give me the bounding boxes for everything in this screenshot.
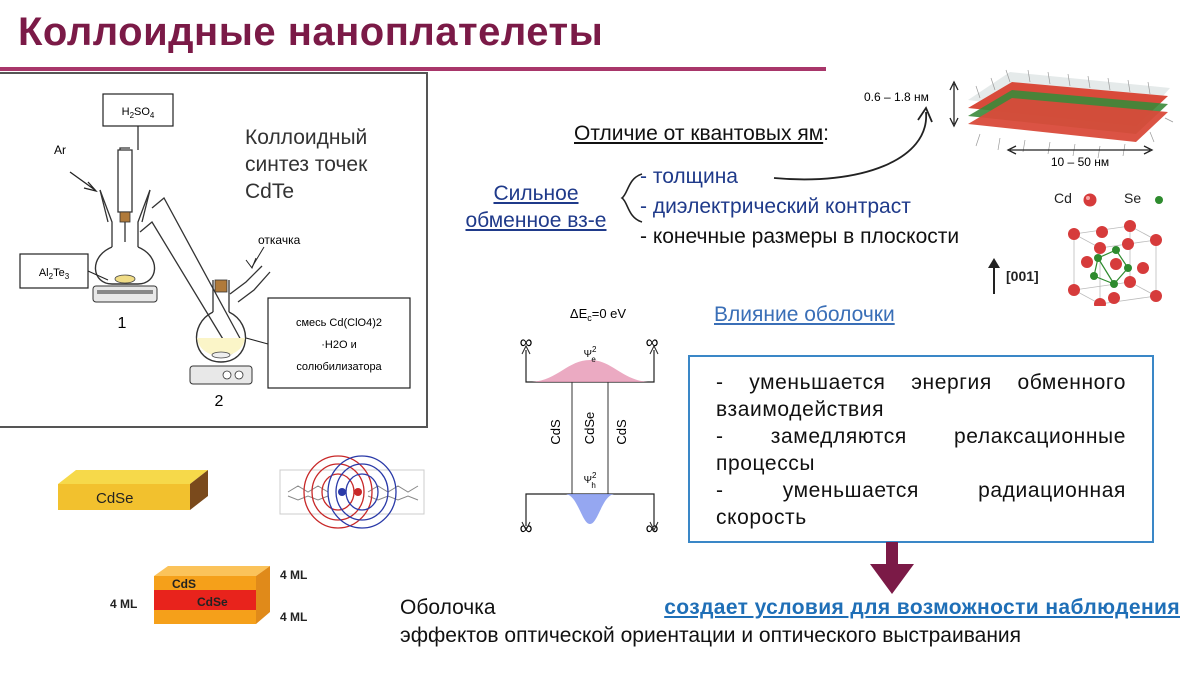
pump-label: откачка (258, 233, 301, 247)
difference-heading-text: Отличие от квантовых ям (574, 122, 824, 145)
conclusion-text: Оболочка создает условия для возможности… (400, 594, 1180, 650)
al2te3-box (19, 253, 89, 289)
cd-legend-label: Cd (1054, 190, 1072, 206)
infinity-symbol: ∞ (646, 518, 659, 538)
cdse-slab-illustration (58, 470, 208, 510)
infinity-symbol: ∞ (520, 518, 533, 538)
direction-label: [001] (1006, 268, 1039, 284)
delta-ec-label: ΔEc=0 eV (570, 306, 627, 323)
shell-heading: Влияние оболочки (714, 303, 895, 326)
exchange-field-illustration (279, 455, 425, 529)
synthesis-heading-line: синтез точек (245, 153, 368, 176)
infinity-symbol: ∞ (646, 332, 659, 352)
mixture-line: солюбилизатора (296, 361, 382, 373)
length-label: 10 – 50 нм (1051, 155, 1109, 169)
flask2-number: 2 (215, 393, 224, 410)
thickness-label: 0.6 – 1.8 нм (864, 90, 929, 104)
direction-arrow-icon (988, 258, 1000, 294)
layer-label: CdS (614, 419, 629, 445)
bracket-icon (620, 173, 643, 223)
slide-title: Коллоидные наноплателеты (18, 10, 604, 54)
h2so4-label: H2SO4 (122, 106, 155, 120)
ar-label: Ar (54, 143, 66, 157)
se-atom-icon (1155, 196, 1163, 204)
cd-atom-icon (1083, 193, 1097, 207)
curved-arrow-icon (773, 106, 933, 181)
platelet-layers (968, 82, 1168, 142)
synthesis-heading: Коллоидный синтез точек CdTe (245, 124, 367, 205)
flask1-number: 1 (118, 315, 127, 332)
effect-line: взаимодействия (716, 398, 885, 421)
strong-exchange-line: Сильное (493, 182, 579, 205)
conclusion-first-line: Оболочка создает условия для возможности… (400, 594, 1180, 622)
cdse-core-label: CdSe (197, 595, 228, 609)
infinity-symbol: ∞ (520, 332, 533, 352)
ligand-hairs (975, 69, 1174, 159)
difference-heading: Отличие от квантовых ям: (574, 122, 829, 146)
cds-shell-label: CdS (172, 577, 196, 591)
down-arrow-icon (870, 542, 914, 594)
cd-atoms (1068, 220, 1162, 306)
strong-exchange-label: Сильное обменное вз-е (458, 180, 614, 234)
difference-item-lateral-size: - конечные размеры в плоскости (640, 225, 960, 248)
synthesis-panel: Коллоидный синтез точек CdTe (0, 72, 428, 428)
synthesis-heading-line: Коллоидный (245, 126, 368, 149)
conclusion-highlight: создает условия для возможности наблюден… (664, 596, 1180, 619)
synthesis-apparatus-diagram: H2SO4 Ar Al2Te3 1 откачка 2 смесь Cd(ClO… (19, 93, 411, 410)
se-legend-label: Se (1124, 190, 1142, 206)
mixture-line: смесь Cd(ClO4)2 (296, 317, 382, 329)
title-underline (0, 67, 826, 71)
difference-heading-colon: : (823, 122, 830, 145)
unit-cell-diagram (1068, 220, 1162, 306)
difference-item-thickness: - толщина (640, 165, 738, 188)
shell-effects-box: - уменьшается энергия обменного взаимоде… (688, 355, 1154, 543)
layer-label: CdS (548, 419, 563, 445)
ml-bottom-label: 4 ML (280, 610, 308, 624)
core-shell-slab-illustration (154, 566, 270, 624)
al2te3-label: Al2Te3 (39, 267, 70, 281)
ml-top-label: 4 ML (280, 568, 308, 582)
layer-label: CdSe (582, 412, 597, 445)
effect-line: - уменьшается радиационная (716, 479, 1126, 502)
effect-line: процессы (716, 452, 816, 475)
effect-line: - замедляются релаксационные (716, 425, 1126, 448)
effect-line: скорость (716, 506, 807, 529)
conclusion-suffix: эффектов оптической ориентации и оптичес… (400, 624, 1022, 647)
synthesis-heading-line: CdTe (245, 180, 295, 203)
mixture-line: ·H2O и (321, 339, 356, 351)
ml-left-label: 4 ML (110, 597, 138, 611)
mixture-box (267, 297, 411, 389)
nanoplatelet-illustration: 0.6 – 1.8 нм 10 – 50 нм (864, 69, 1174, 169)
difference-item-dielectric: - диэлектрический контраст (640, 195, 911, 218)
cdse-slab-label: CdSe (96, 490, 134, 507)
conclusion-prefix: Оболочка (400, 596, 496, 619)
se-atoms (1090, 246, 1132, 288)
strong-exchange-line: обменное вз-е (465, 209, 607, 232)
effect-line: - уменьшается энергия обменного (716, 371, 1126, 394)
